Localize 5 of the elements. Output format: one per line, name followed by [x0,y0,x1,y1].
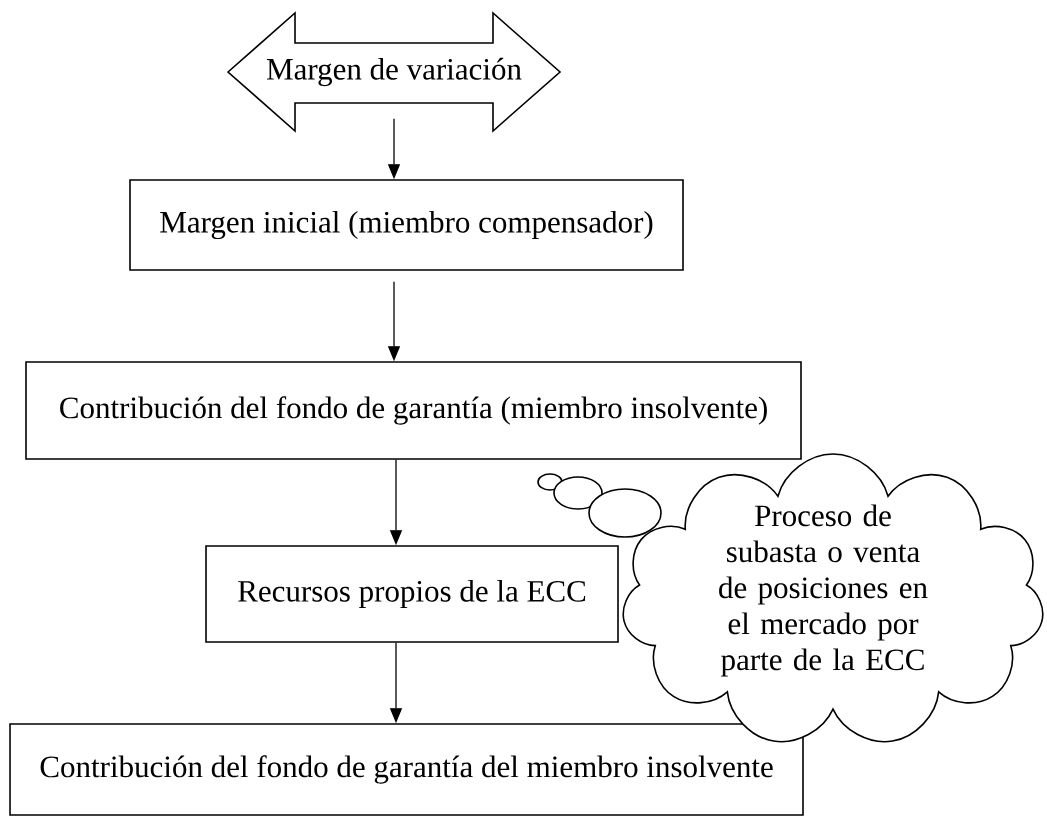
process-box: Contribución del fondo de garantía (miembro insolvente) [25,361,802,460]
process-box: Recursos propios de la ECC [205,545,619,643]
process-box: Contribución del fondo de garantía del miembro insolvente [9,723,804,816]
node-label: Proceso de subasta o venta de posiciones en el mercado por parte de la ECC [719,504,928,677]
process-box: Margen inicial (miembro compensador) [129,179,684,271]
